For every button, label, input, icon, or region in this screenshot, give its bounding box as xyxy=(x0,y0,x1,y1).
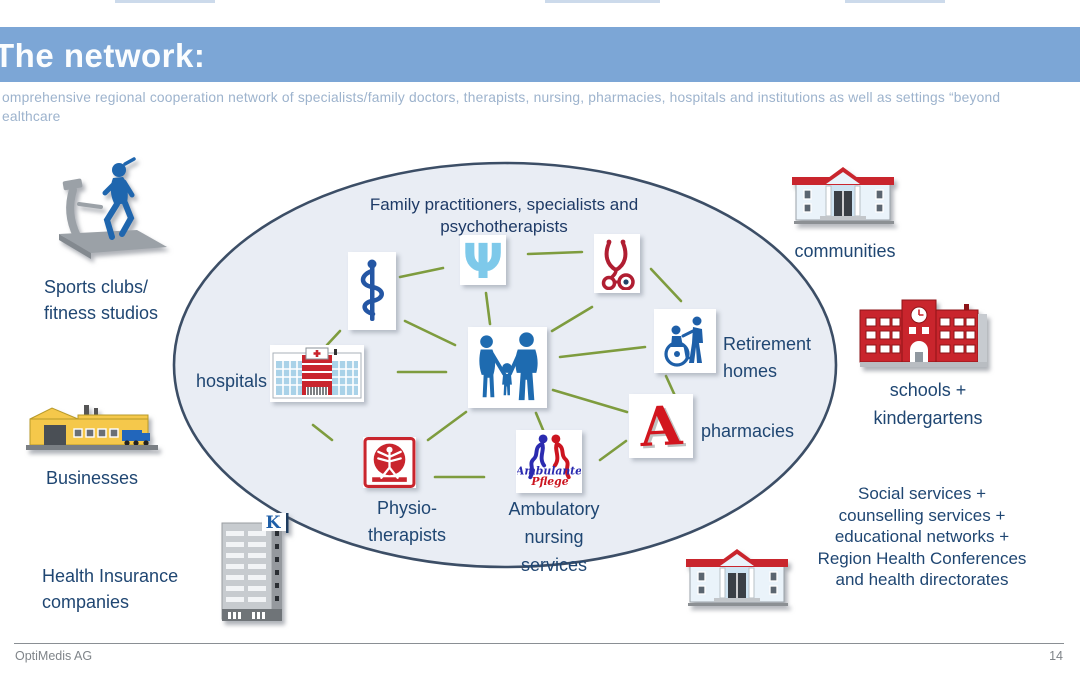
svg-text:Ψ: Ψ xyxy=(463,235,504,285)
svg-text:K: K xyxy=(266,513,282,533)
footer-divider xyxy=(14,643,1064,644)
hospitals-label: hospitals xyxy=(196,371,268,391)
network-header: Family practitioners, specialists and ps… xyxy=(330,194,678,237)
slide-subtitle: omprehensive regional cooperation networ… xyxy=(2,89,1080,126)
communities-label: communities xyxy=(794,241,896,261)
physiotherapy-icon xyxy=(363,437,416,488)
health-insurance-label: Health Insurance companies xyxy=(42,566,179,612)
psi-psychotherapy-icon: Ψ xyxy=(463,235,504,285)
title-bar: The network: xyxy=(0,27,1080,82)
footer-company: OptiMedis AG xyxy=(15,649,93,663)
civic-building-icon xyxy=(686,549,788,606)
retirement-homes-label: Retirement homes xyxy=(723,334,812,381)
social-services-label: Social services + counselling services +… xyxy=(817,484,1027,589)
wheelchair-carer-icon xyxy=(664,316,703,367)
subtitle-line-2: ealthcare xyxy=(2,108,61,124)
schools-kindergartens-label: schools + kindergartens xyxy=(873,380,983,428)
page-title: The network: xyxy=(0,37,206,74)
subtitle-line-1: omprehensive regional cooperation networ… xyxy=(2,90,1001,105)
top-edge-artifact xyxy=(845,0,945,3)
family-icon xyxy=(478,331,538,400)
network-header-line-1: Family practitioners, specialists and xyxy=(369,195,639,214)
school-building-icon xyxy=(859,299,987,367)
top-edge-artifact xyxy=(545,0,660,3)
asclepius-staff-icon xyxy=(360,259,384,321)
footer-page-number: 14 xyxy=(1049,649,1063,663)
treadmill-runner-icon xyxy=(59,157,167,259)
ambulatory-nursing-icon: Ambulante Pflege xyxy=(517,434,581,488)
svg-text:Ambulante: Ambulante xyxy=(517,464,581,477)
sports-clubs-label: Sports clubs/ fitness studios xyxy=(44,277,159,323)
pharmacies-label: pharmacies xyxy=(701,421,795,441)
svg-text:Pflege: Pflege xyxy=(530,475,568,488)
office-tower-insurance-icon: K xyxy=(221,513,289,621)
pharmacy-a-icon: A xyxy=(638,392,684,460)
communities-building-icon xyxy=(792,167,894,224)
connection-lines xyxy=(311,250,683,479)
hospital-icon xyxy=(272,347,362,399)
top-edge-artifact xyxy=(115,0,215,3)
network-header-line-2: psychotherapists xyxy=(440,216,568,236)
physiotherapists-label: Physio- therapists xyxy=(367,498,447,545)
stethoscope-icon xyxy=(601,239,635,290)
businesses-label: Businesses xyxy=(45,468,139,488)
ambulatory-nursing-label: Ambulatory nursing services xyxy=(508,499,600,575)
factory-businesses-icon xyxy=(26,405,158,450)
